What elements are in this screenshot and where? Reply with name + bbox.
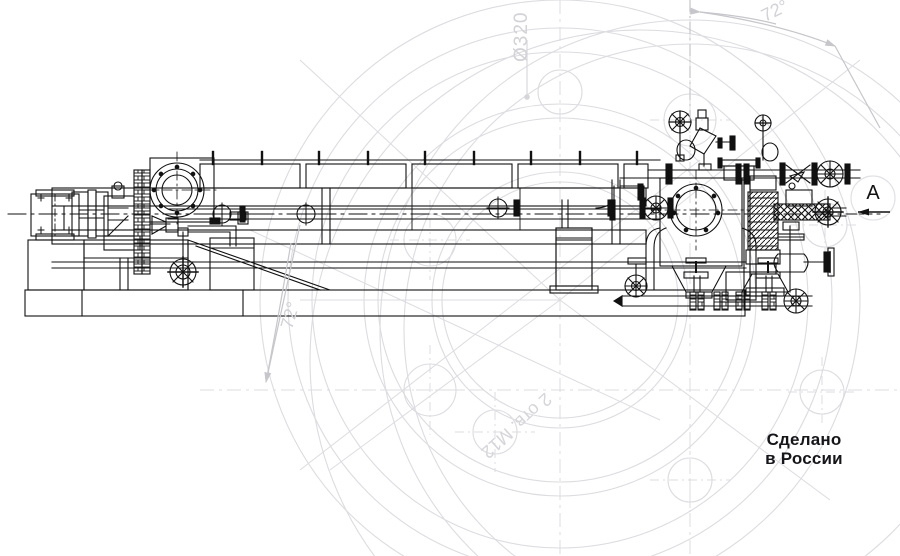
vessel-top-nozzle [717, 157, 761, 181]
pipe-valve-indicator [486, 196, 520, 220]
bottom-manifold-header [612, 257, 813, 314]
thread-note: 2 отв. M12 [477, 389, 555, 462]
logo-caption-line2: в России [765, 449, 843, 468]
left-handwheel-valve [149, 211, 247, 288]
logo-caption: Сделано в России [724, 430, 884, 468]
mid-vertical-column [555, 199, 593, 287]
angle-note-right: 72° [758, 0, 791, 26]
section-marker-a: A [850, 175, 896, 221]
inline-spool [665, 163, 673, 185]
svg-text:A: A [866, 182, 880, 204]
top-panel-modules [199, 150, 661, 189]
right-support-box [719, 271, 763, 303]
left-mid-branch [237, 211, 261, 225]
deck-vertical-tie [411, 187, 521, 231]
auger-shaft [773, 182, 847, 228]
made-in-russia-logo: Сделано в России [724, 428, 884, 546]
logo-caption-line1: Сделано [766, 430, 842, 449]
vessel-inlet-elbow [595, 177, 649, 217]
pipe-valve-indicator [294, 202, 318, 226]
diameter-note: Ø320 [511, 12, 532, 62]
tricolor-swoosh-icon [724, 428, 900, 556]
main-process-pipe [167, 208, 661, 220]
left-flange-face [143, 151, 217, 229]
pipe-valve-indicator [210, 202, 246, 226]
left-drive-assembly [30, 169, 151, 275]
